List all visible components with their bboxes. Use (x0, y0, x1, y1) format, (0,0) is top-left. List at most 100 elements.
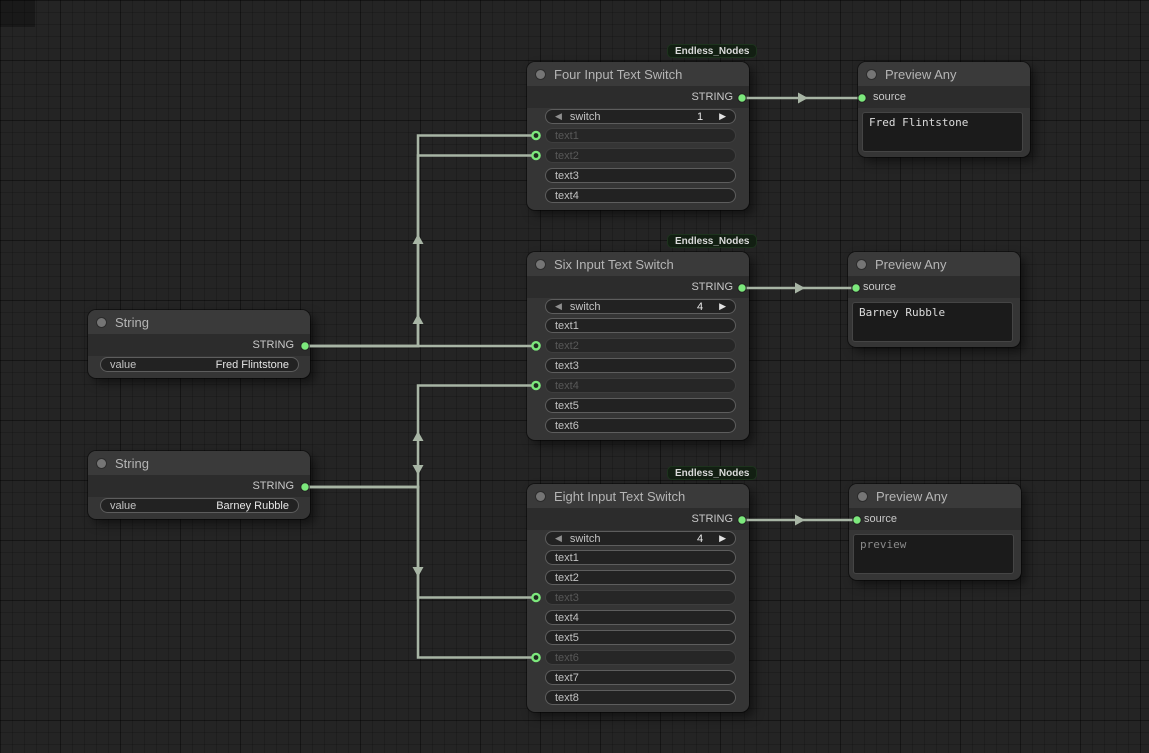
decrement-arrow-icon[interactable]: ◀ (555, 301, 562, 311)
preview-textbox[interactable]: Fred Flintstone (862, 112, 1023, 152)
collapse-dot-icon[interactable] (867, 69, 876, 79)
node-title: String (115, 455, 149, 471)
link-string2-to-eight-text6[interactable] (305, 485, 536, 659)
node-string-1[interactable]: String STRING value Fred Flintstone (88, 310, 310, 378)
input-row-text4[interactable]: text4 (545, 378, 736, 393)
switch-value: 4 (696, 300, 704, 313)
link-string2-to-eight-text3[interactable] (305, 485, 536, 599)
link-arrow-right-icon (798, 92, 808, 104)
preview-textbox[interactable]: Barney Rubble (852, 302, 1013, 342)
widget-label: value (110, 499, 137, 512)
input-slot-label: source (873, 91, 907, 103)
node-title: String (115, 314, 149, 330)
output-slot-row: STRING (527, 276, 749, 298)
link-string1-to-four-text1[interactable] (305, 134, 536, 348)
widget-value: Barney Rubble (216, 499, 289, 512)
node-preview-any-1[interactable]: Preview Any source Fred Flintstone (858, 62, 1030, 157)
input-row-text8[interactable]: text8 (545, 690, 736, 705)
switch-label: switch (569, 300, 601, 313)
node-titlebar[interactable]: Preview Any (858, 62, 1030, 86)
switch-label: switch (569, 110, 601, 123)
collapse-dot-icon[interactable] (857, 259, 866, 269)
node-preview-any-2[interactable]: Preview Any source Barney Rubble (848, 252, 1020, 347)
node-titlebar[interactable]: Four Input Text Switch (527, 62, 749, 86)
node-titlebar[interactable]: Preview Any (848, 252, 1020, 276)
input-slot-label: source (863, 281, 897, 293)
output-slot-row: STRING (88, 334, 310, 356)
value-widget[interactable]: value Barney Rubble (100, 498, 299, 513)
output-slot-label: STRING (252, 339, 294, 351)
widget-label: value (110, 358, 137, 371)
input-row-text4[interactable]: text4 (545, 188, 736, 203)
switch-value: 1 (696, 110, 704, 123)
node-title: Preview Any (885, 66, 957, 82)
input-row-text5[interactable]: text5 (545, 398, 736, 413)
output-slot-row: STRING (88, 475, 310, 497)
input-row-text1[interactable]: text1 (545, 128, 736, 143)
output-slot-row: STRING (527, 86, 749, 108)
node-titlebar[interactable]: Six Input Text Switch (527, 252, 749, 276)
input-row-text7[interactable]: text7 (545, 670, 736, 685)
input-slot-row: source (858, 86, 1030, 108)
node-string-2[interactable]: String STRING value Barney Rubble (88, 451, 310, 519)
input-row-text3[interactable]: text3 (545, 168, 736, 183)
link-arrow-up-icon (412, 234, 424, 244)
collapse-dot-icon[interactable] (97, 458, 106, 468)
link-arrow-right-icon (795, 514, 805, 526)
node-title: Preview Any (875, 256, 947, 272)
input-row-text2[interactable]: text2 (545, 570, 736, 585)
value-widget[interactable]: value Fred Flintstone (100, 357, 299, 372)
node-titlebar[interactable]: Eight Input Text Switch (527, 484, 749, 508)
preview-textbox[interactable]: preview (853, 534, 1014, 574)
link-string1-to-four-text2[interactable] (305, 154, 536, 348)
badge-label: Endless_Nodes (675, 467, 750, 479)
input-row-text1[interactable]: text1 (545, 550, 736, 565)
input-row-text3[interactable]: text3 (545, 590, 736, 605)
switch-label: switch (569, 532, 601, 545)
node-title: Four Input Text Switch (554, 66, 683, 82)
switch-widget[interactable]: ◀ switch 4 ▶ (545, 299, 736, 314)
canvas-corner-shade (0, 0, 35, 27)
input-row-text3[interactable]: text3 (545, 358, 736, 373)
collapse-dot-icon[interactable] (97, 317, 106, 327)
node-titlebar[interactable]: Preview Any (849, 484, 1021, 508)
node-four-input-text-switch[interactable]: Four Input Text Switch STRING ◀ switch 1… (527, 62, 749, 210)
output-slot-row: STRING (527, 508, 749, 530)
decrement-arrow-icon[interactable]: ◀ (555, 111, 562, 121)
link-arrow-up-icon (412, 314, 424, 324)
increment-arrow-icon[interactable]: ▶ (719, 533, 726, 543)
input-row-text5[interactable]: text5 (545, 630, 736, 645)
input-row-text4[interactable]: text4 (545, 610, 736, 625)
increment-arrow-icon[interactable]: ▶ (719, 301, 726, 311)
output-slot-label: STRING (691, 513, 733, 525)
node-preview-any-3[interactable]: Preview Any source preview (849, 484, 1021, 580)
collapse-dot-icon[interactable] (858, 491, 867, 501)
node-string-1-titlebar[interactable]: String (88, 310, 310, 334)
input-slot-row: source (849, 508, 1021, 530)
link-arrow-right-icon (795, 282, 805, 294)
link-string2-to-six-text4[interactable] (305, 384, 536, 489)
badge-label: Endless_Nodes (675, 235, 750, 247)
node-six-input-text-switch[interactable]: Six Input Text Switch STRING ◀ switch 4 … (527, 252, 749, 440)
input-row-text6[interactable]: text6 (545, 650, 736, 665)
input-row-text2[interactable]: text2 (545, 338, 736, 353)
collapse-dot-icon[interactable] (536, 259, 545, 269)
link-arrow-down-icon (412, 567, 424, 577)
node-string-2-titlebar[interactable]: String (88, 451, 310, 475)
link-arrow-down-icon (412, 465, 424, 475)
input-row-text2[interactable]: text2 (545, 148, 736, 163)
input-row-text1[interactable]: text1 (545, 318, 736, 333)
collapse-dot-icon[interactable] (536, 69, 545, 79)
output-slot-label: STRING (691, 91, 733, 103)
decrement-arrow-icon[interactable]: ◀ (555, 533, 562, 543)
switch-widget[interactable]: ◀ switch 4 ▶ (545, 531, 736, 546)
node-eight-input-text-switch[interactable]: Eight Input Text Switch STRING ◀ switch … (527, 484, 749, 712)
widget-value: Fred Flintstone (215, 358, 289, 371)
increment-arrow-icon[interactable]: ▶ (719, 111, 726, 121)
input-row-text6[interactable]: text6 (545, 418, 736, 433)
switch-widget[interactable]: ◀ switch 1 ▶ (545, 109, 736, 124)
node-badge: Endless_Nodes (667, 234, 758, 248)
input-slot-row: source (848, 276, 1020, 298)
collapse-dot-icon[interactable] (536, 491, 545, 501)
